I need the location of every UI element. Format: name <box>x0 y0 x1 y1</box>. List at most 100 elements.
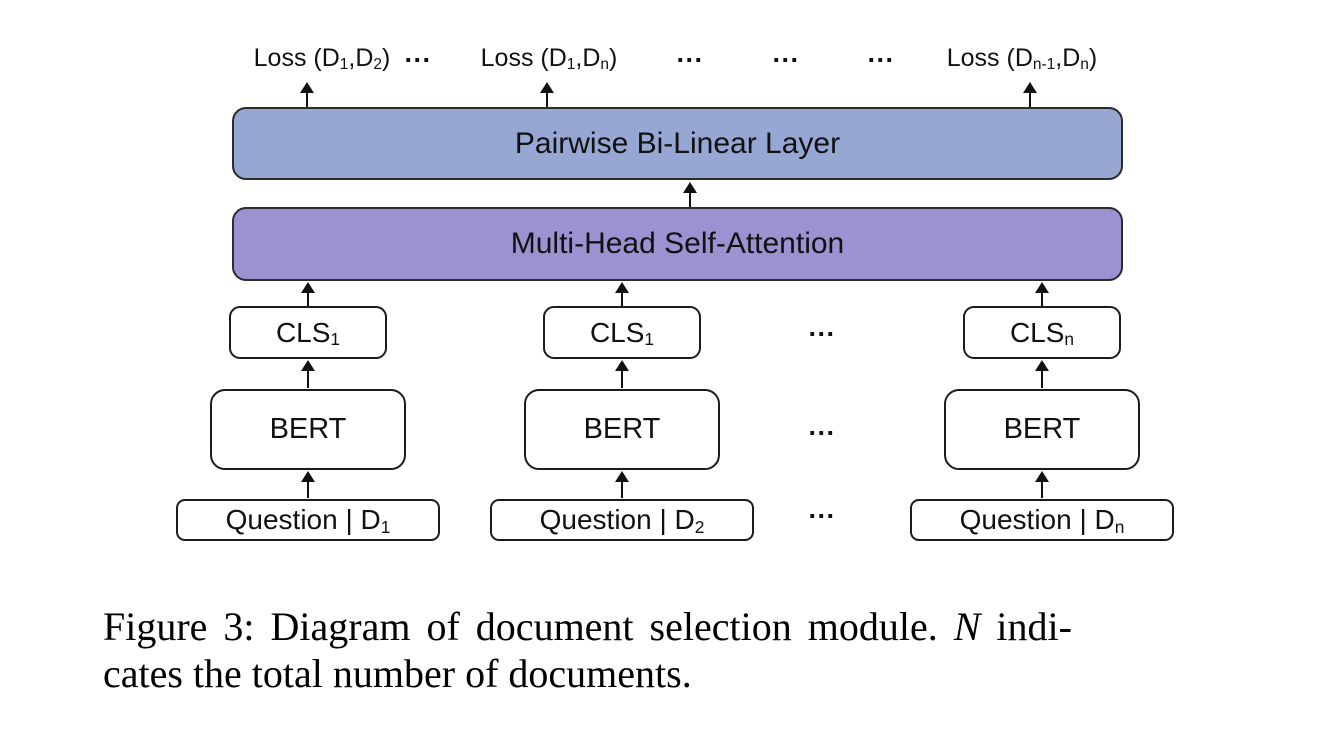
up-arrow <box>1023 82 1037 107</box>
loss-label-dn1-dn: Loss (Dn-1,Dn) <box>947 44 1098 73</box>
arrow-shaft <box>689 190 691 207</box>
arrow-shaft <box>307 479 309 498</box>
caption-math-n: N <box>953 604 981 649</box>
loss-text: ,D <box>348 44 374 72</box>
up-arrow <box>540 82 554 107</box>
up-arrow <box>301 471 315 498</box>
up-arrow <box>615 360 629 388</box>
arrow-shaft <box>546 90 548 107</box>
up-arrow <box>615 471 629 498</box>
arrow-head <box>615 360 629 371</box>
cls-text: CLS <box>275 316 331 348</box>
arrow-shaft <box>621 479 623 498</box>
arrow-shaft <box>621 290 623 306</box>
cls-text: CLS <box>589 316 645 348</box>
bert-label: BERT <box>583 413 661 445</box>
loss-text: ) <box>609 44 618 72</box>
bert-label: BERT <box>1003 413 1081 445</box>
loss-text: ,D <box>575 44 601 72</box>
ellipsis-dots: ... <box>676 38 704 68</box>
arrow-head <box>615 471 629 482</box>
loss-subscript: 2 <box>373 56 383 74</box>
up-arrow <box>301 360 315 388</box>
arrow-head <box>301 282 315 293</box>
ellipsis-dots: ... <box>867 38 895 68</box>
arrow-shaft <box>1041 290 1043 306</box>
up-arrow <box>1035 360 1049 388</box>
question-label: Question | D1 <box>225 504 391 537</box>
loss-text: ) <box>1088 44 1098 72</box>
caption-line-1: Figure 3: Diagram of document selection … <box>103 603 1248 650</box>
question-text: Question | D <box>225 504 381 535</box>
up-arrow <box>301 282 315 306</box>
cls-subscript: 1 <box>330 329 341 350</box>
ellipsis-dots: ... <box>772 38 800 68</box>
ellipsis-dots: ... <box>808 312 836 342</box>
loss-label-d1-d2: Loss (D1,D2) <box>254 44 391 73</box>
question-label: Question | D2 <box>539 504 705 537</box>
arrow-head <box>1023 82 1037 93</box>
up-arrow <box>300 82 314 107</box>
cls-box-n: CLSn <box>963 306 1121 359</box>
ellipsis-dots: ... <box>404 38 432 68</box>
cls-box-2: CLS1 <box>543 306 701 359</box>
up-arrow <box>683 182 697 207</box>
question-subscript: 2 <box>694 516 705 537</box>
up-arrow <box>1035 471 1049 498</box>
question-text: Question | D <box>959 504 1115 535</box>
loss-subscript: 1 <box>339 56 349 74</box>
cls-subscript: n <box>1064 329 1075 350</box>
cls-label: CLS1 <box>275 316 341 350</box>
question-subscript: n <box>1114 516 1125 537</box>
caption-line-2: cates the total number of documents. <box>103 651 692 696</box>
ellipsis-dots: ... <box>808 411 836 441</box>
loss-subscript: 1 <box>566 56 576 74</box>
arrow-head <box>300 82 314 93</box>
question-text: Question | D <box>539 504 695 535</box>
bert-label: BERT <box>269 413 347 445</box>
loss-label-d1-dn: Loss (D1,Dn) <box>481 44 618 73</box>
bert-box-2: BERT <box>524 389 720 470</box>
loss-text: ,D <box>1055 44 1081 72</box>
arrow-head <box>301 360 315 371</box>
arrow-shaft <box>307 290 309 306</box>
arrow-shaft <box>1041 479 1043 498</box>
arrow-head <box>1035 360 1049 371</box>
up-arrow <box>1035 282 1049 306</box>
loss-subscript: n <box>1080 56 1089 74</box>
loss-subscript: n-1 <box>1032 56 1056 74</box>
caption-text: indi- <box>980 604 1072 649</box>
figure-caption: Figure 3: Diagram of document selection … <box>103 603 1248 697</box>
arrow-head <box>301 471 315 482</box>
multihead-self-attention-box: Multi-Head Self-Attention <box>232 207 1123 281</box>
cls-box-1: CLS1 <box>229 306 387 359</box>
bert-box-n: BERT <box>944 389 1140 470</box>
loss-subscript: n <box>600 56 610 74</box>
question-subscript: 1 <box>380 516 391 537</box>
question-box-1: Question | D1 <box>176 499 440 541</box>
loss-text: Loss (D <box>253 44 340 72</box>
arrow-head <box>540 82 554 93</box>
question-label: Question | Dn <box>959 504 1125 537</box>
up-arrow <box>615 282 629 306</box>
caption-text: Figure 3: Diagram of document selection … <box>103 604 954 649</box>
cls-label: CLSn <box>1009 316 1075 350</box>
question-box-n: Question | Dn <box>910 499 1174 541</box>
arrow-head <box>1035 471 1049 482</box>
loss-text: Loss (D <box>946 44 1033 72</box>
pairwise-bilinear-layer-label: Pairwise Bi-Linear Layer <box>514 126 841 160</box>
arrow-shaft <box>621 368 623 388</box>
question-box-2: Question | D2 <box>490 499 754 541</box>
loss-text: Loss (D <box>480 44 567 72</box>
bert-box-1: BERT <box>210 389 406 470</box>
cls-label: CLS1 <box>589 316 655 350</box>
arrow-head <box>615 282 629 293</box>
arrow-shaft <box>1029 90 1031 107</box>
multihead-self-attention-label: Multi-Head Self-Attention <box>510 227 845 260</box>
cls-text: CLS <box>1009 316 1065 348</box>
ellipsis-dots: ... <box>808 494 836 524</box>
arrow-shaft <box>306 90 308 107</box>
pairwise-bilinear-layer-box: Pairwise Bi-Linear Layer <box>232 107 1123 180</box>
cls-subscript: 1 <box>644 329 655 350</box>
